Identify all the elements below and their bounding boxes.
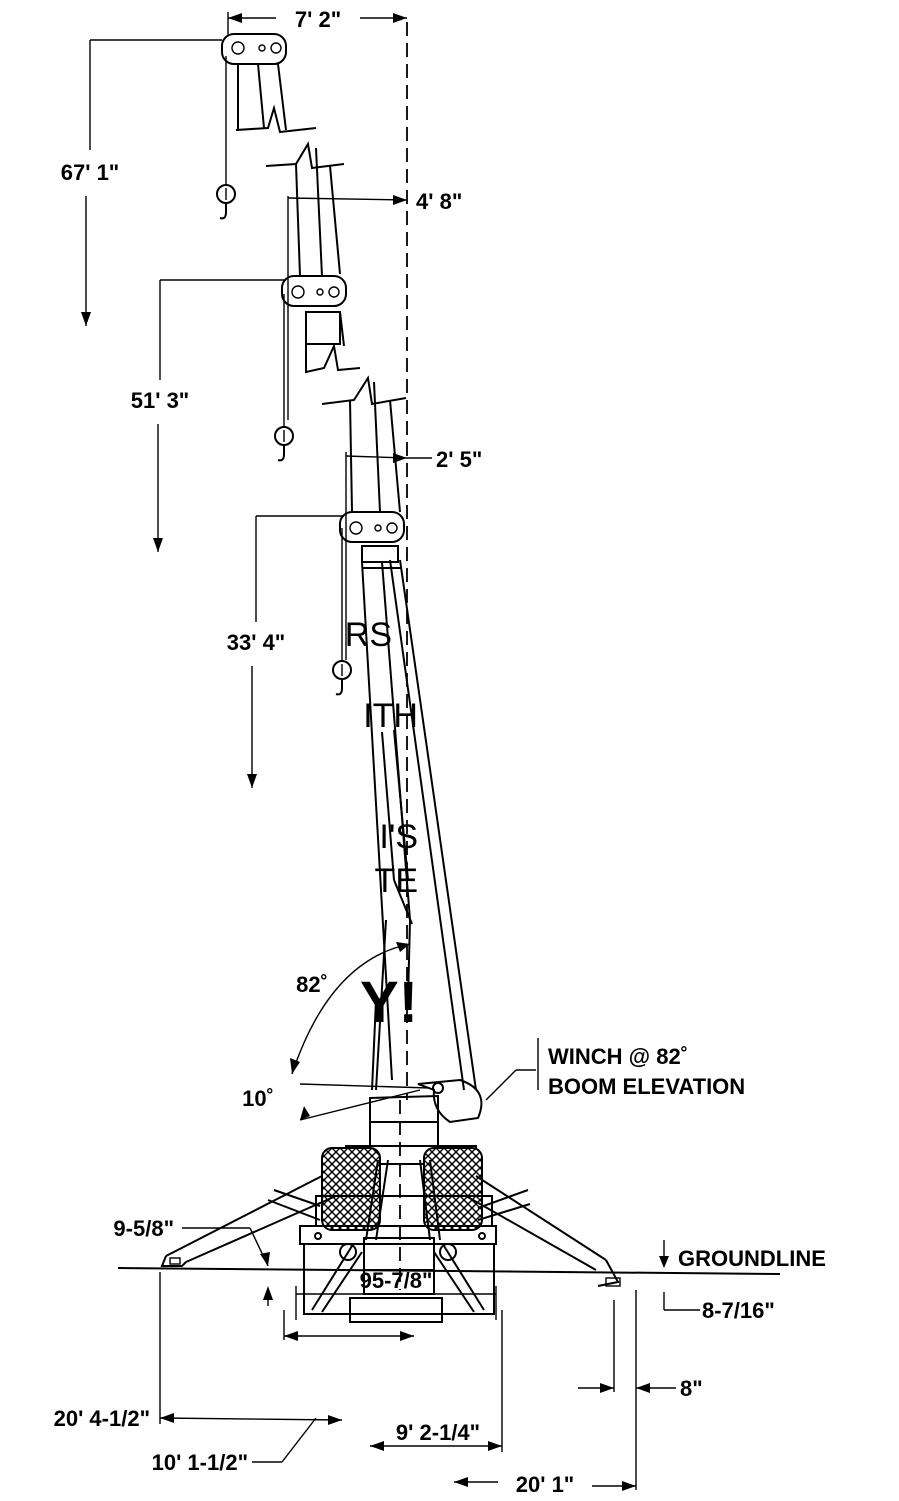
outrigger-spread-right-dimension: 20' 1" <box>454 1290 637 1497</box>
outrigger-spread-left-dimension: 20' 4-1/2" <box>54 1272 343 1431</box>
boom-section-lower <box>321 375 477 1091</box>
right-pad-height-label: 8-7/16" <box>702 1298 775 1323</box>
left-pad-height-dimension: 9-5/8" <box>113 1216 270 1267</box>
reach-2-dimension: 2' 5" <box>345 447 482 660</box>
lower-angle-dimension: 10˚ <box>242 1083 431 1121</box>
pad-offset-dimension: 8" <box>578 1300 703 1401</box>
winch-label-line1: WINCH @ 82˚ <box>548 1044 688 1069</box>
hook-block-2 <box>274 426 294 446</box>
boom-section-top <box>216 33 317 220</box>
chassis <box>299 1159 497 1323</box>
inner-spread-dimension: 10' 1-1/2" <box>152 1417 317 1475</box>
top-width-dimension: 7' 2" <box>227 7 407 36</box>
pad-offset-label: 8" <box>680 1376 703 1401</box>
hook-2-icon <box>277 446 285 462</box>
hook-block-3 <box>332 660 352 680</box>
reach-1-dimension: 4' 8" <box>287 189 462 420</box>
winch-assembly: WINCH @ 82˚ BOOM ELEVATION <box>417 1038 745 1124</box>
cropped-text-line1: RS <box>345 616 392 654</box>
inner-spread-label: 10' 1-1/2" <box>152 1450 248 1475</box>
base-width-dimension: 95-7/8" <box>263 1268 497 1320</box>
outrigger-spread-left-label: 20' 4-1/2" <box>54 1406 150 1431</box>
left-tire <box>321 1147 381 1231</box>
boom-angle-label: 82˚ <box>296 972 328 997</box>
winch-drum <box>417 1078 483 1124</box>
hook-1-icon <box>219 204 227 220</box>
wheels <box>321 1147 483 1231</box>
sheave-head-top <box>221 33 287 65</box>
cropped-text-line3: I'S <box>379 818 418 856</box>
hook-3-icon <box>335 680 343 696</box>
hook-height-1-label: 67' 1" <box>61 160 119 185</box>
winch-label-line2: BOOM ELEVATION <box>548 1074 745 1099</box>
hook-height-3-dimension: 33' 4" <box>227 515 344 788</box>
outrigger-spread-right-label: 20' 1" <box>516 1472 574 1497</box>
reach-1-label: 4' 8" <box>416 189 462 214</box>
groundline: GROUNDLINE <box>117 1240 826 1275</box>
hook-height-3-label: 33' 4" <box>227 630 285 655</box>
reach-2-label: 2' 5" <box>436 447 482 472</box>
inner-spread-arrows <box>283 1310 414 1341</box>
hook-height-1-dimension: 67' 1" <box>61 39 222 326</box>
lower-angle-label: 10˚ <box>242 1086 274 1111</box>
groundline-label: GROUNDLINE <box>678 1246 826 1271</box>
base-width-label: 95-7/8" <box>360 1268 433 1293</box>
hook-height-2-dimension: 51' 3" <box>131 279 286 552</box>
center-spread-dimension: 9' 2-1/4" <box>370 1310 503 1452</box>
right-pad-height-dimension: 8-7/16" <box>663 1292 775 1323</box>
hook-height-2-label: 51' 3" <box>131 388 189 413</box>
sheave-head-lower <box>339 511 405 543</box>
top-width-label: 7' 2" <box>295 7 341 32</box>
boom-section-middle <box>265 141 361 462</box>
outriggers <box>160 1175 621 1313</box>
center-spread-label: 9' 2-1/4" <box>396 1420 480 1445</box>
left-pad-height-label: 9-5/8" <box>113 1216 174 1241</box>
hook-block-1 <box>216 184 236 204</box>
boom-angle-dimension: 82˚ <box>290 942 411 1075</box>
sheave-head-middle <box>281 275 347 307</box>
